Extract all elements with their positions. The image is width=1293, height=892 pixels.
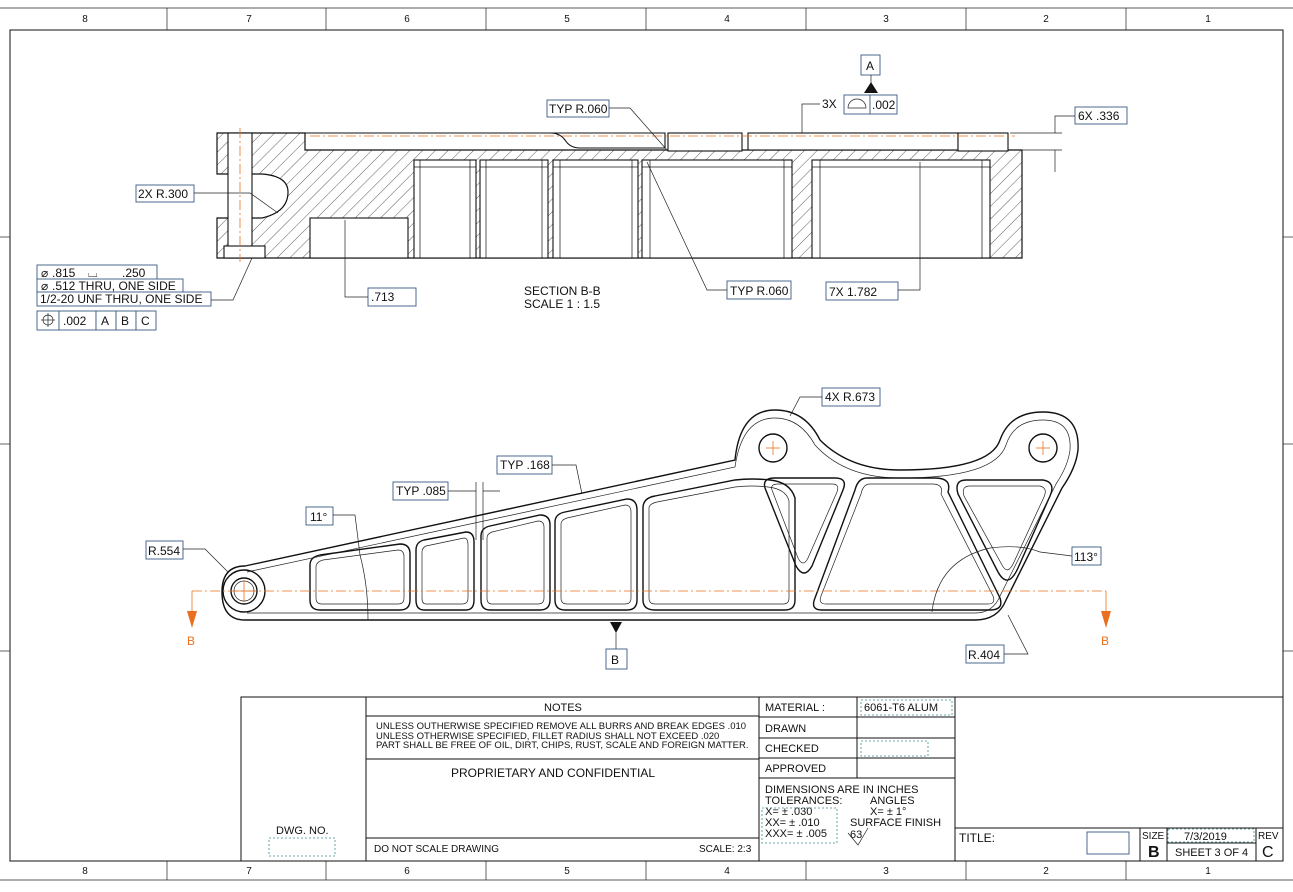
zone-bottom-7: 7 [246, 866, 252, 877]
size-label: SIZE [1142, 831, 1165, 842]
svg-text:⌴: ⌴ [88, 266, 98, 280]
hole-depth-label: .250 [122, 266, 146, 280]
material-value: 6061-T6 ALUM [864, 702, 938, 714]
size-value: B [1148, 844, 1160, 861]
profile-count-label: 3X [822, 97, 837, 111]
fcf-datum-b: B [121, 314, 129, 328]
fcf-tol-label: .002 [63, 314, 87, 328]
zone-bottom-6: 6 [404, 866, 410, 877]
section-b-right-label: B [1101, 634, 1109, 648]
hole-thru-label: .512 THRU, ONE SIDE [52, 279, 176, 293]
section-title: SECTION B-B [524, 284, 601, 298]
section-b-left-label: B [187, 634, 195, 648]
r300-label: 2X R.300 [138, 187, 188, 201]
zone-top-8: 8 [82, 14, 88, 25]
svg-text:⌀: ⌀ [41, 279, 48, 293]
zone-bottom-1: 1 [1205, 866, 1211, 877]
checked-label: CHECKED [765, 743, 819, 755]
title-block: NOTES UNLESS OUTHERWISE SPECIFIED REMOVE… [240, 696, 1284, 862]
tol-x-label: X= ± .030 [765, 806, 812, 818]
zone-top-6: 6 [404, 14, 410, 25]
drawn-label: DRAWN [765, 723, 806, 735]
typ-r060-bottom-label: TYP R.060 [730, 284, 789, 298]
dim-713-label: .713 [371, 290, 395, 304]
do-not-scale-label: DO NOT SCALE DRAWING [374, 844, 499, 855]
typ085-label: TYP .085 [396, 484, 446, 498]
material-label: MATERIAL : [765, 702, 825, 714]
zone-top-2: 2 [1043, 14, 1049, 25]
datum-a-label: A [866, 59, 874, 73]
zone-top-1: 1 [1205, 14, 1211, 25]
angles-label: ANGLES [870, 795, 915, 807]
notes-title: NOTES [544, 702, 582, 714]
zone-top-7: 7 [246, 14, 252, 25]
dims-label: DIMENSIONS ARE IN INCHES [765, 784, 918, 796]
title-label: TITLE: [959, 831, 995, 845]
zone-bottom-2: 2 [1043, 866, 1049, 877]
tol-xx-label: XX= ± .010 [765, 817, 820, 829]
profile-tol-label: .002 [872, 98, 896, 112]
angle113-label: 113° [1074, 550, 1098, 564]
tol-angle-label: X= ± 1° [870, 806, 906, 818]
zone-bottom-8: 8 [82, 866, 88, 877]
surface-value: 63 [850, 829, 862, 841]
sheet-value: SHEET 3 OF 4 [1175, 847, 1248, 859]
zone-top-5: 5 [564, 14, 570, 25]
r554-label: R.554 [148, 544, 180, 558]
r673-label: 4X R.673 [825, 390, 875, 404]
surface-finish-label: SURFACE FINISH [850, 817, 941, 829]
tol-xxx-label: XXX= ± .005 [765, 828, 827, 840]
section-scale: SCALE 1 : 1.5 [524, 297, 600, 311]
tolerances-label: TOLERANCES: [765, 795, 842, 807]
typ-r060-top-label: TYP R.060 [549, 102, 608, 116]
rev-label: REV [1258, 831, 1279, 842]
approved-label: APPROVED [765, 763, 826, 775]
zone-top-4: 4 [724, 14, 730, 25]
hole-thread-label: 1/2-20 UNF THRU, ONE SIDE [40, 292, 202, 306]
proprietary-label: PROPRIETARY AND CONFIDENTIAL [451, 766, 655, 780]
angle11-label: 11° [310, 510, 327, 524]
r404-label: R.404 [968, 648, 1000, 662]
note-line-2: UNLESS OTHERWISE SPECIFIED, FILLET RADIU… [376, 731, 719, 742]
plan-view: B B B 4X R.673 TYP .168 TYP .085 11° R.5… [145, 387, 1111, 670]
dwg-no-label: DWG. NO. [276, 825, 329, 837]
section-view: SECTION B-B SCALE 1 : 1.5 TYP R.060 A 3X… [36, 54, 1128, 331]
zone-top-3: 3 [883, 14, 889, 25]
datum-b-label: B [611, 653, 619, 667]
fcf-datum-c: C [141, 314, 150, 328]
zone-bottom-5: 5 [564, 866, 570, 877]
fcf-datum-a: A [101, 314, 109, 328]
note-line-1: UNLESS OUTHERWISE SPECIFIED REMOVE ALL B… [376, 721, 746, 732]
rev-value: C [1262, 844, 1274, 861]
zone-bottom-3: 3 [883, 866, 889, 877]
note-line-3: PART SHALL BE FREE OF OIL, DIRT, CHIPS, … [376, 740, 749, 751]
hole-dia-label: .815 [52, 266, 76, 280]
zone-bottom-4: 4 [724, 866, 730, 877]
part-outline [221, 409, 1079, 621]
scale-label: SCALE: 2:3 [699, 844, 752, 855]
svg-text:⌀: ⌀ [41, 266, 48, 280]
dim-1782-label: 7X 1.782 [829, 285, 877, 299]
typ168-label: TYP .168 [500, 458, 550, 472]
date-value: 7/3/2019 [1184, 831, 1227, 843]
dim-336-label: 6X .336 [1078, 109, 1120, 123]
